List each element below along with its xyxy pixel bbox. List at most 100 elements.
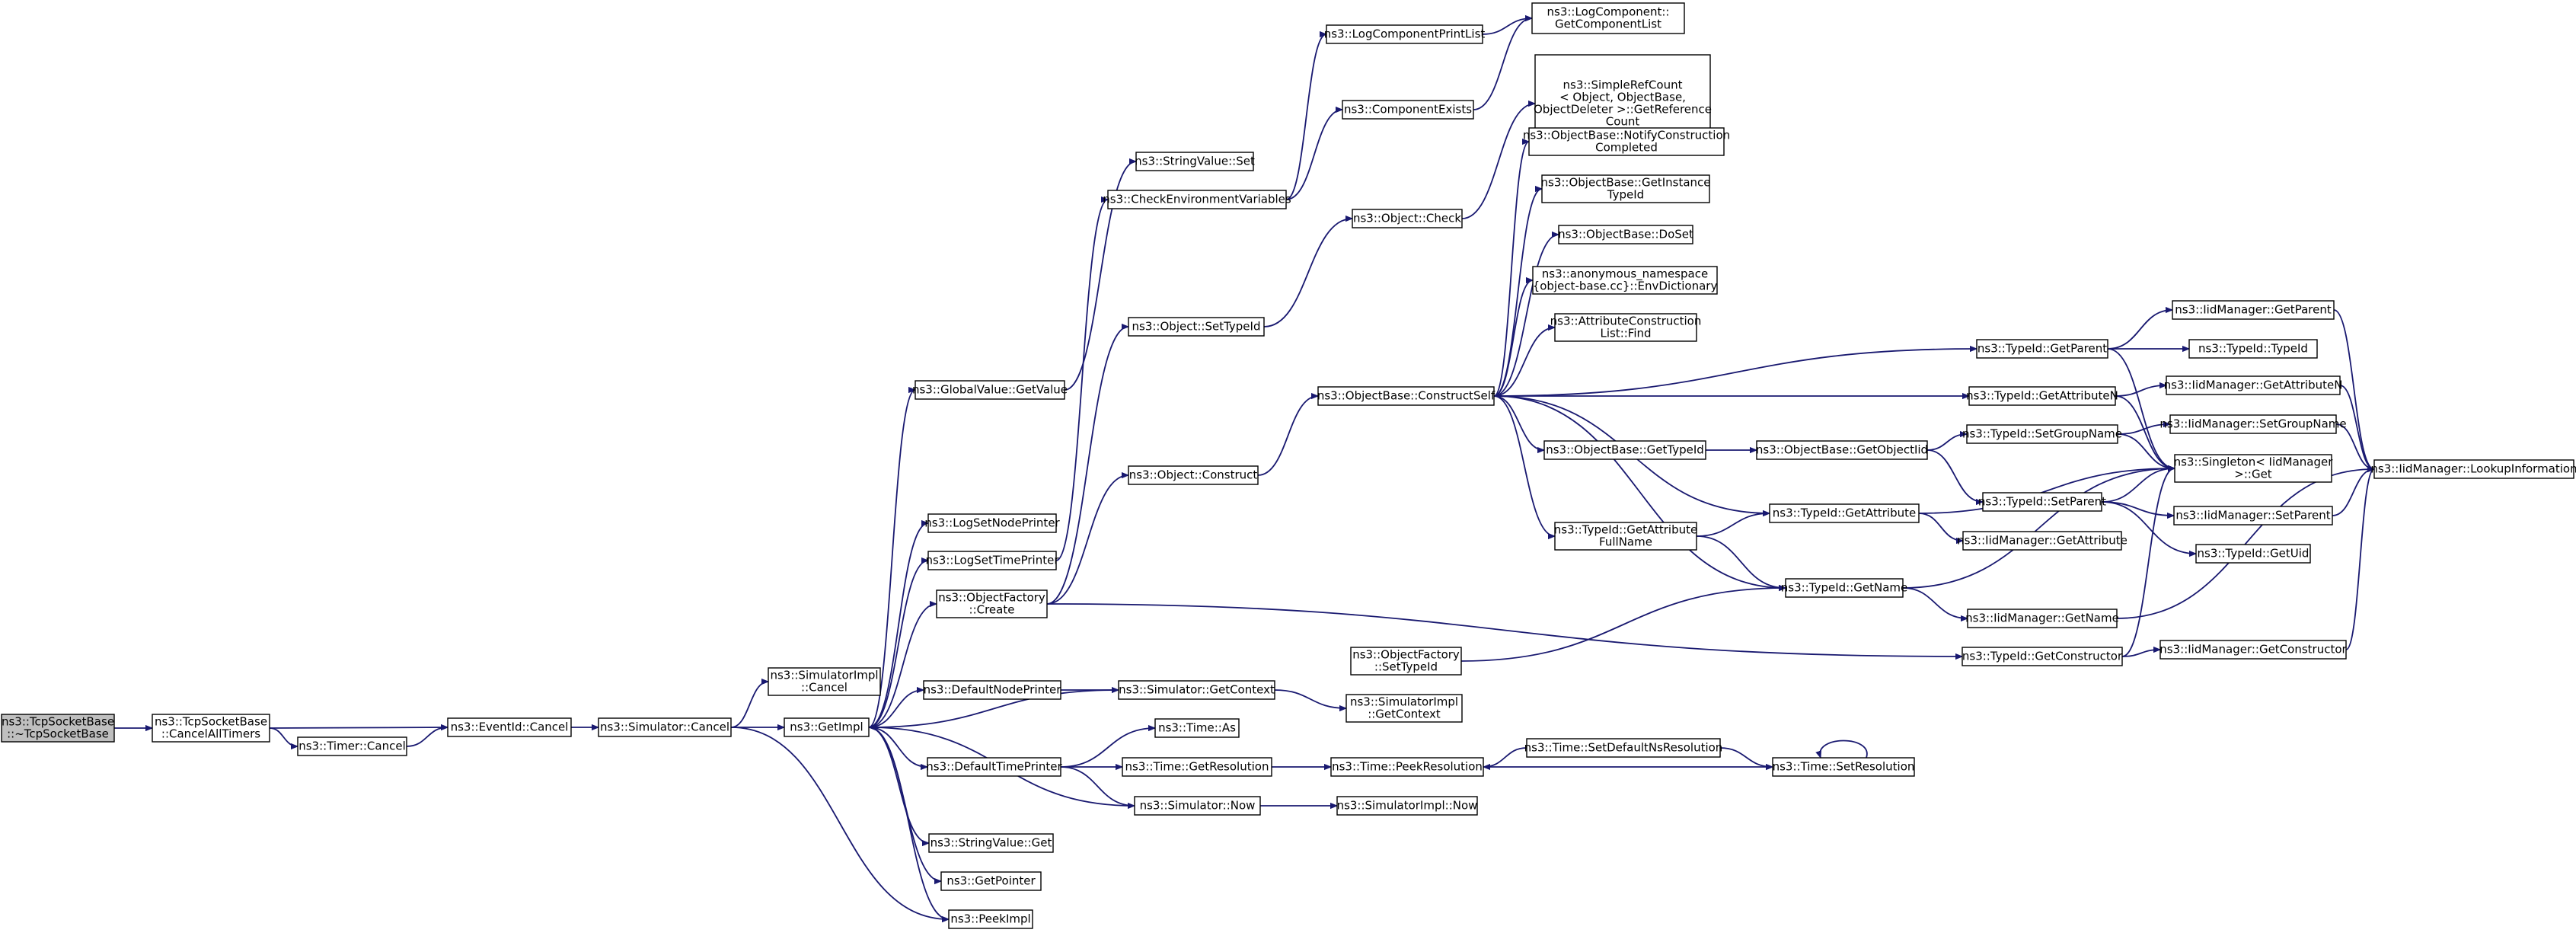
node-gvget[interactable]: ns3::GlobalValue::GetValue (912, 380, 1068, 400)
node-tidgetattr[interactable]: ns3::TypeId::GetAttribute (1769, 503, 1920, 523)
node-lognode[interactable]: ns3::LogSetNodePrinter (924, 513, 1061, 533)
node-label: ns3::GetImpl (790, 720, 863, 733)
node-box (915, 380, 1065, 400)
node-tidsetparent[interactable]: ns3::TypeId::SetParent (1978, 492, 2106, 512)
node-label: Count (1606, 114, 1640, 128)
node-timegetres[interactable]: ns3::Time::GetResolution (1122, 757, 1272, 777)
node-objcheck[interactable]: ns3::Object::Check (1352, 209, 1463, 228)
node-peekimpl[interactable]: ns3::PeekImpl (948, 909, 1033, 929)
node-tidgetname[interactable]: ns3::TypeId::GetName (1781, 578, 1907, 598)
node-box (598, 717, 732, 737)
node-objsettid[interactable]: ns3::Object::SetTypeId (1128, 317, 1265, 337)
node-box (1330, 757, 1484, 777)
node-label: ns3::TypeId::GetParent (1977, 341, 2107, 355)
node-logcgetlist[interactable]: ns3::LogComponent::GetComponentList (1531, 2, 1685, 34)
node-ofsettid[interactable]: ns3::ObjectFactory::SetTypeId (1350, 647, 1462, 676)
node-box (927, 513, 1057, 533)
node-box (2169, 414, 2337, 434)
node-iidgetparent[interactable]: ns3::IidManager::GetParent (2172, 300, 2335, 320)
node-obgettid[interactable]: ns3::ObjectBase::GetTypeId (1543, 440, 1706, 460)
node-simimplnow[interactable]: ns3::SimulatorImpl::Now (1336, 796, 1478, 816)
node-cancelall[interactable]: ns3::TcpSocketBase::CancelAllTimers (152, 714, 270, 743)
node-deftime[interactable]: ns3::DefaultTimePrinter (926, 757, 1063, 777)
node-checkenv[interactable]: ns3::CheckEnvironmentVariables (1103, 190, 1291, 209)
node-obdoset[interactable]: ns3::ObjectBase::DoSet (1558, 225, 1693, 244)
node-iidgetattrn[interactable]: ns3::IidManager::GetAttributeN (2164, 375, 2343, 395)
node-timepeekres[interactable]: ns3::Time::PeekResolution (1330, 757, 1484, 777)
node-timesetdef[interactable]: ns3::Time::SetDefaultNsResolution (1524, 738, 1723, 758)
node-label: ns3::IidManager::GetConstructor (2159, 642, 2347, 656)
node-box (1336, 796, 1478, 816)
node-simgetctx[interactable]: ns3::Simulator::GetContext (1118, 680, 1275, 700)
edge-tidgetparent-to-iidgetparent (2107, 310, 2172, 350)
node-envdict[interactable]: ns3::anonymous_namespace{object-base.cc}… (1532, 266, 1718, 295)
node-box (1772, 757, 1915, 777)
node-obgetobjtid[interactable]: ns3::ObjectBase::GetObjectIid (1756, 440, 1928, 460)
node-label: ns3::TypeId::SetGroupName (1962, 426, 2122, 440)
node-logcpl[interactable]: ns3::LogComponentPrintList (1324, 24, 1486, 44)
node-box (1532, 266, 1718, 295)
edge-checkenv-to-logcexists (1285, 110, 1343, 200)
node-iidgetname[interactable]: ns3::IidManager::GetName (1965, 609, 2119, 628)
node-label: ns3::Time::SetResolution (1773, 759, 1915, 773)
node-obnotify[interactable]: ns3::ObjectBase::NotifyConstructionCompl… (1523, 127, 1730, 156)
edge-simgetctx-to-simimplgetctx (1274, 689, 1346, 708)
node-logcexists[interactable]: ns3::ComponentExists (1342, 100, 1474, 120)
node-timercancel[interactable]: ns3::Timer::Cancel (297, 736, 407, 756)
node-timeas[interactable]: ns3::Time::As (1154, 718, 1240, 738)
node-label: ns3::DefaultNodePrinter (924, 682, 1062, 696)
node-iidgetattr[interactable]: ns3::IidManager::GetAttribute (1957, 531, 2128, 551)
node-timesetres[interactable]: ns3::Time::SetResolution (1772, 757, 1915, 777)
node-logtime[interactable]: ns3::LogSetTimePrinter (925, 551, 1059, 570)
edge-gvget-to-svset (1064, 161, 1137, 391)
node-box (1122, 757, 1272, 777)
edge-tidgetattrn-to-singletonget (2115, 395, 2175, 468)
edge-iidsetgroup-to-iidlookup (2335, 423, 2375, 469)
node-box (936, 589, 1048, 618)
node-label: ns3::AttributeConstruction (1550, 314, 1702, 327)
node-ofcreate[interactable]: ns3::ObjectFactory::Create (936, 589, 1048, 618)
node-iidlookup[interactable]: ns3::IidManager::LookupInformation (2370, 459, 2576, 479)
node-tidgetattrn[interactable]: ns3::TypeId::GetAttributeN (1966, 386, 2118, 406)
node-singletonget[interactable]: ns3::Singleton< IidManager>::Get (2174, 454, 2334, 483)
node-tcpdtor[interactable]: ns3::TcpSocketBase::~TcpSocketBase (1, 714, 115, 743)
node-label: ns3::IidManager::SetParent (2175, 508, 2330, 522)
node-box (1554, 522, 1697, 551)
node-iidsetgroup[interactable]: ns3::IidManager::SetGroupName (2159, 414, 2347, 434)
edge-simcancel-to-peekimpl (730, 727, 949, 919)
node-tidsetgroup[interactable]: ns3::TypeId::SetGroupName (1962, 424, 2122, 444)
node-box (297, 736, 407, 756)
node-box (1352, 209, 1463, 228)
node-simimplcancel[interactable]: ns3::SimulatorImpl::Cancel (768, 667, 881, 696)
node-simnow[interactable]: ns3::Simulator::Now (1134, 796, 1261, 816)
node-simimplgetctx[interactable]: ns3::SimulatorImpl::GetContext (1345, 694, 1463, 723)
node-box (1982, 492, 2102, 512)
node-tidgetctor[interactable]: ns3::TypeId::GetConstructor (1962, 647, 2123, 666)
node-label: >::Get (2234, 467, 2272, 481)
node-box (1350, 647, 1462, 676)
node-getptr[interactable]: ns3::GetPointer (940, 871, 1042, 891)
node-simcancel[interactable]: ns3::Simulator::Cancel (598, 717, 732, 737)
node-defnode[interactable]: ns3::DefaultNodePrinter (923, 680, 1062, 700)
node-iidsetparent[interactable]: ns3::IidManager::SetParent (2173, 506, 2333, 526)
node-obconstructself[interactable]: ns3::ObjectBase::ConstructSelf (1317, 386, 1495, 406)
node-label: ns3::Time::As (1158, 720, 1236, 734)
node-tidgetuid[interactable]: ns3::TypeId::GetUid (2195, 544, 2311, 564)
node-iidgetctor[interactable]: ns3::IidManager::GetConstructor (2159, 640, 2348, 660)
node-label: ns3::IidManager::LookupInformation (2370, 462, 2576, 475)
node-svget[interactable]: ns3::StringValue::Get (928, 833, 1054, 853)
node-svset[interactable]: ns3::StringValue::Set (1135, 152, 1255, 171)
node-tidgetparent[interactable]: ns3::TypeId::GetParent (1976, 339, 2108, 359)
edge-simgetctx-to-getimpl (869, 689, 1119, 727)
node-tidtid[interactable]: ns3::TypeId::TypeId (2188, 339, 2318, 359)
node-getimpl[interactable]: ns3::GetImpl (784, 717, 870, 737)
node-label: ns3::IidManager::GetName (1965, 611, 2119, 625)
edge-ofsettid-to-tidgetname (1460, 588, 1786, 662)
node-label: GetComponentList (1555, 17, 1661, 30)
node-eventcancel[interactable]: ns3::EventId::Cancel (447, 717, 572, 737)
node-objconstruct[interactable]: ns3::Object::Construct (1128, 465, 1259, 485)
